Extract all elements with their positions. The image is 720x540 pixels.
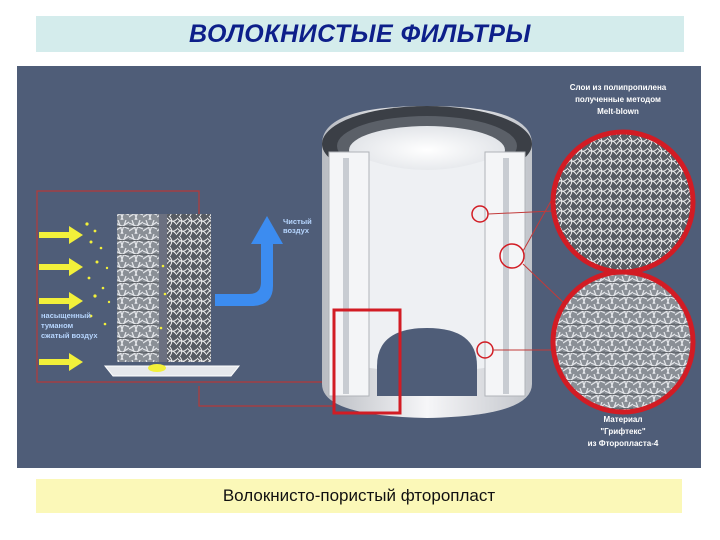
callout-markers: [471, 205, 525, 359]
material-label-3: из Фторопласта-4: [588, 439, 659, 448]
clean-air-label-2: воздух: [283, 226, 310, 235]
magnified-polypropylene: [550, 129, 696, 275]
inlet-label-3: сжатый воздух: [41, 331, 98, 340]
inlet-label-2: туманом: [41, 321, 74, 330]
inlet-arrows: [39, 226, 83, 371]
caption-banner: Волокнисто-пористый фторопласт: [36, 479, 682, 513]
material-label-1: Материал: [604, 415, 643, 424]
outlet-arrow: [215, 216, 283, 306]
layers-label-3: Melt-blown: [597, 107, 639, 116]
material-label-2: "Грифтекс": [600, 427, 645, 436]
clean-air-label-1: Чистый: [283, 217, 312, 226]
inlet-label-1: насыщенный: [41, 311, 91, 320]
layers-label-2: полученные методом: [575, 95, 661, 104]
slide-title: ВОЛОКНИСТЫЕ ФИЛЬТРЫ: [189, 19, 531, 48]
filter-illustration: Чистый воздух насыщенный туманом сжатый …: [17, 66, 701, 468]
filter-diagram: Чистый воздух насыщенный туманом сжатый …: [36, 83, 696, 448]
layers-label-1: Слои из полипропилена: [570, 83, 667, 92]
title-banner: ВОЛОКНИСТЫЕ ФИЛЬТРЫ: [36, 16, 684, 52]
filter-cross-section: [103, 214, 241, 377]
magnified-griftex: [550, 269, 696, 415]
slide-caption: Волокнисто-пористый фторопласт: [222, 486, 496, 505]
highlight-frame: [332, 308, 402, 415]
mist-droplets: [85, 222, 167, 330]
filter-cartridge: [322, 106, 532, 418]
